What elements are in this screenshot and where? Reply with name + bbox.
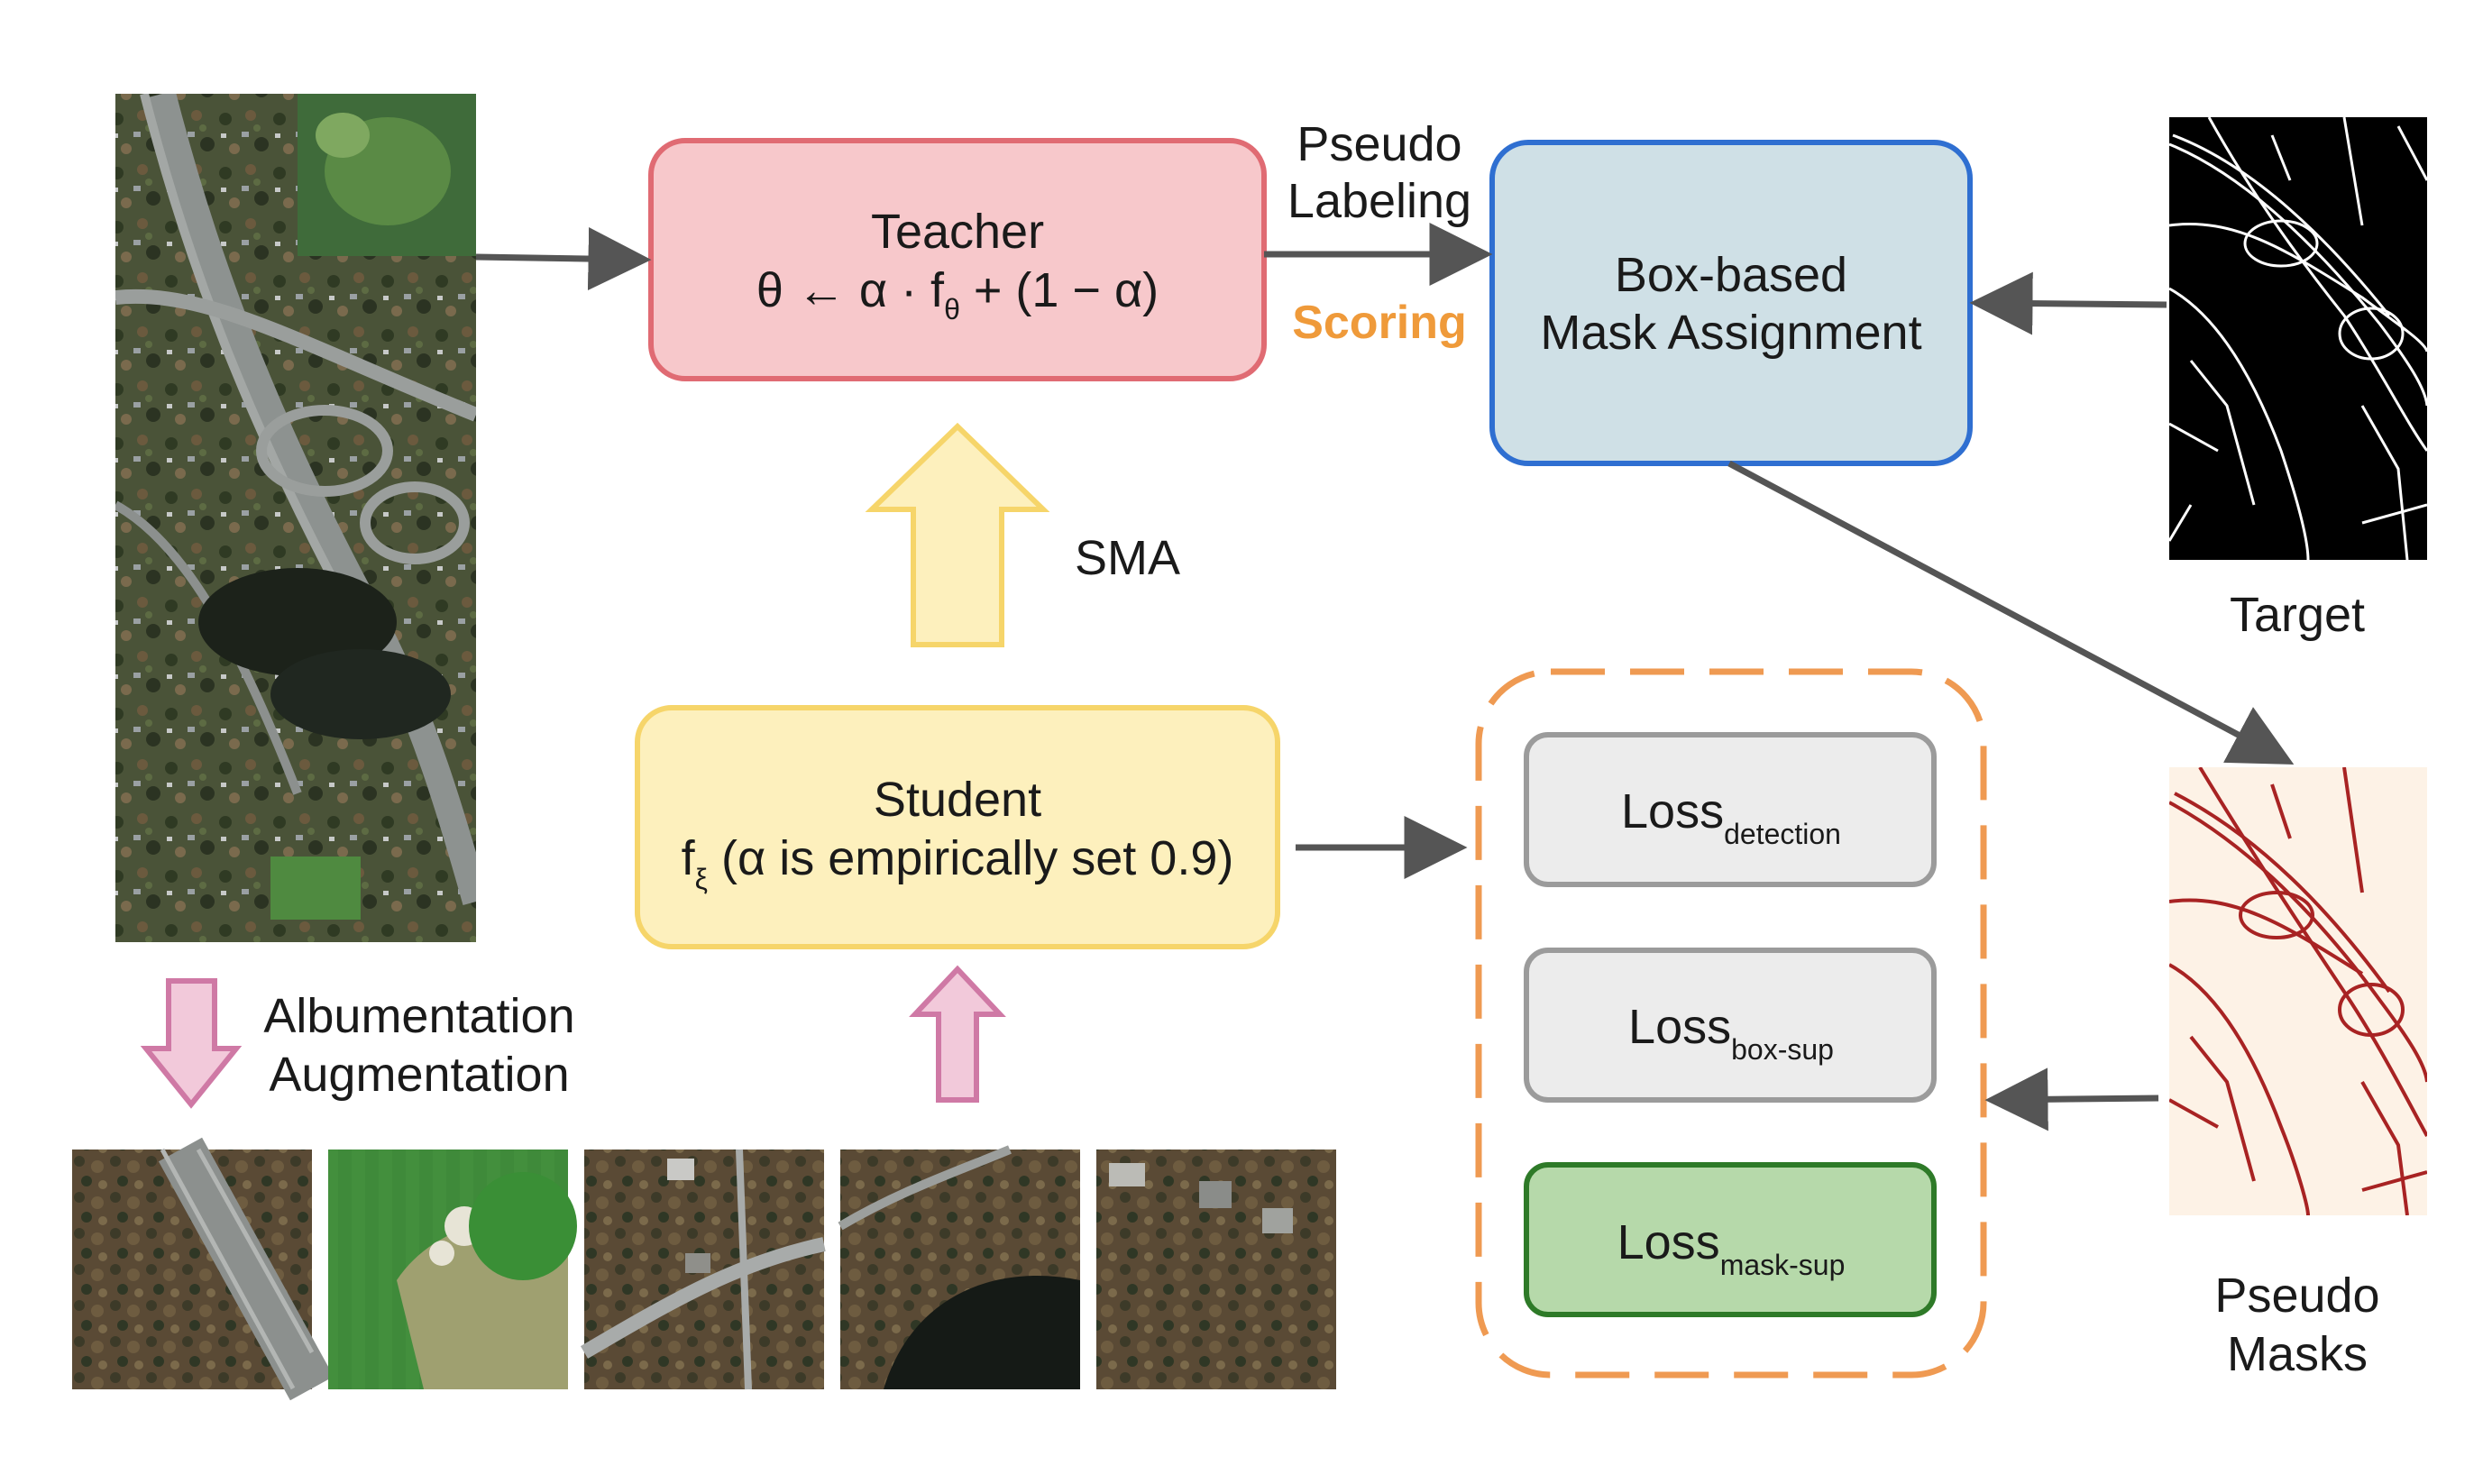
pseudo-to-loss-arrow bbox=[1984, 1067, 2159, 1131]
augmented-crop-image bbox=[72, 1137, 334, 1401]
augmentation-line1: Albumentation bbox=[263, 989, 574, 1043]
augmented-crop-image bbox=[580, 1149, 826, 1390]
loss-detection-label: Loss bbox=[1621, 784, 1724, 838]
pseudo-mask-image bbox=[2169, 767, 2427, 1215]
assignment-to-pseudo-arrow bbox=[1727, 460, 2295, 765]
sma-label: SMA bbox=[1075, 531, 1180, 585]
loss-box-sup-label: Loss bbox=[1628, 1000, 1731, 1054]
loss-detection-sub: detection bbox=[1724, 818, 1841, 850]
teacher-formula: θ ← α · fθ + (1 − α) bbox=[756, 263, 1159, 325]
svg-text:Lossbox-sup: Lossbox-sup bbox=[1628, 1000, 1834, 1066]
loss-mask-sup-box: Lossmask-sup bbox=[1524, 1162, 1937, 1317]
target-caption: Target bbox=[2230, 588, 2365, 642]
student-formula: fξ (α is empirically set 0.9) bbox=[682, 831, 1234, 895]
sma-arrow-icon bbox=[865, 422, 1050, 647]
scoring-label: Scoring bbox=[1292, 297, 1467, 349]
student-input-arrow-icon bbox=[909, 965, 1006, 1103]
assignment-line1: Box-based bbox=[1615, 248, 1847, 302]
assignment-line2: Mask Assignment bbox=[1540, 306, 1921, 360]
pseudo-masks-line2: Masks bbox=[2227, 1327, 2368, 1381]
target-to-assignment-arrow bbox=[1969, 271, 2167, 335]
teacher-title: Teacher bbox=[871, 205, 1044, 259]
loss-box-sup-box: Lossbox-sup bbox=[1524, 948, 1937, 1103]
student-box: Student fξ (α is empirically set 0.9) bbox=[635, 705, 1280, 949]
pseudo-labeling-line2: Labeling bbox=[1287, 174, 1471, 228]
augmented-crop-image bbox=[328, 1150, 577, 1389]
augmentation-line2: Augmentation bbox=[269, 1048, 569, 1102]
target-mask-image bbox=[2169, 117, 2427, 560]
teacher-box: Teacher θ ← α · fθ + (1 − α) bbox=[648, 138, 1267, 381]
mask-assignment-box: Box-based Mask Assignment bbox=[1489, 140, 1973, 466]
loss-box-sup-sub: box-sup bbox=[1731, 1033, 1834, 1066]
svg-text:Lossdetection: Lossdetection bbox=[1621, 784, 1841, 850]
augmented-crop-image bbox=[1096, 1150, 1336, 1389]
pseudo-masks-line1: Pseudo bbox=[2214, 1269, 2379, 1323]
augmentation-arrow-icon bbox=[140, 978, 243, 1109]
pseudo-labeling-line1: Pseudo bbox=[1296, 117, 1461, 171]
svg-text:Lossmask-sup: Lossmask-sup bbox=[1617, 1215, 1846, 1281]
augmented-crop-image bbox=[838, 1145, 1080, 1389]
student-title: Student bbox=[874, 773, 1041, 827]
loss-mask-sup-label: Loss bbox=[1617, 1215, 1720, 1269]
image-to-teacher-arrow bbox=[475, 227, 652, 291]
loss-group-border bbox=[1475, 668, 1987, 1379]
loss-detection-box: Lossdetection bbox=[1524, 732, 1937, 887]
satellite-image bbox=[115, 94, 476, 942]
loss-mask-sup-sub: mask-sup bbox=[1720, 1249, 1846, 1281]
